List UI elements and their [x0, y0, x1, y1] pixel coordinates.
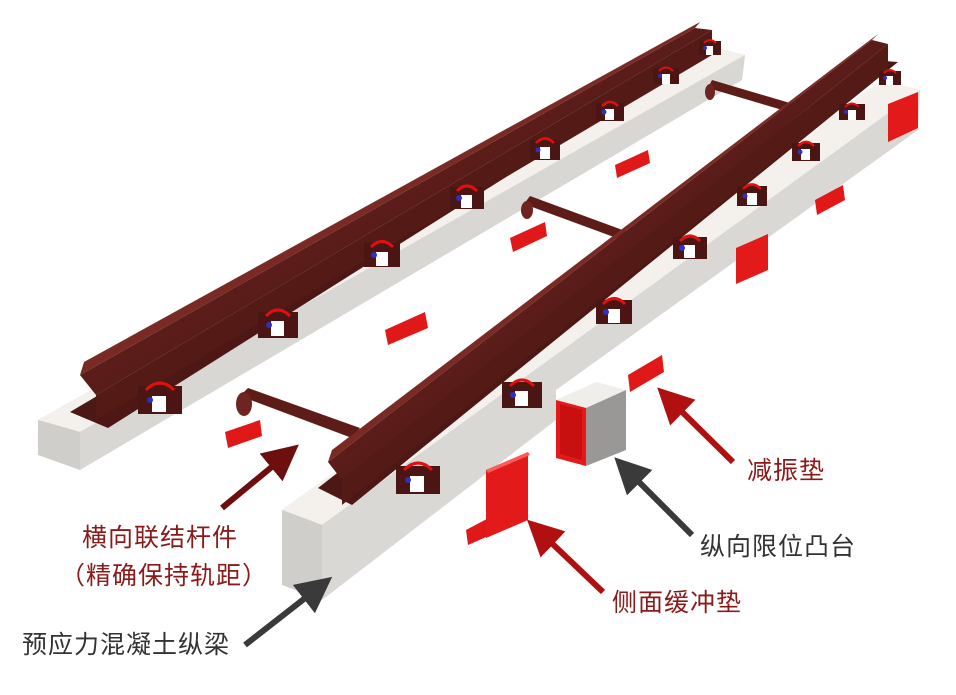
arrow-longitudinal-stop [614, 457, 695, 538]
left-rail [70, 22, 720, 428]
label-transverse-tie: 横向联结杆件 [82, 523, 239, 552]
damping-pads [225, 150, 845, 545]
label-longitudinal-stop: 纵向限位凸台 [700, 532, 857, 561]
annotation-arrows [220, 387, 736, 648]
longitudinal-stop-block [556, 382, 626, 466]
arrow-damping-pad [657, 387, 736, 465]
label-transverse-tie-note: （精确保持轨距） [60, 561, 269, 590]
label-damping-pad: 减振垫 [747, 456, 826, 485]
side-buffer-pads [486, 92, 918, 538]
arrow-concrete-beam [243, 576, 333, 648]
transverse-ties [236, 80, 800, 438]
rail-fasteners [138, 39, 901, 494]
right-rail [318, 34, 898, 505]
arrow-side-buffer-pad [526, 519, 606, 595]
label-side-buffer-pad: 侧面缓冲垫 [612, 588, 743, 617]
arrow-transverse-tie [220, 444, 299, 511]
label-concrete-beam: 预应力混凝土纵梁 [22, 630, 231, 659]
